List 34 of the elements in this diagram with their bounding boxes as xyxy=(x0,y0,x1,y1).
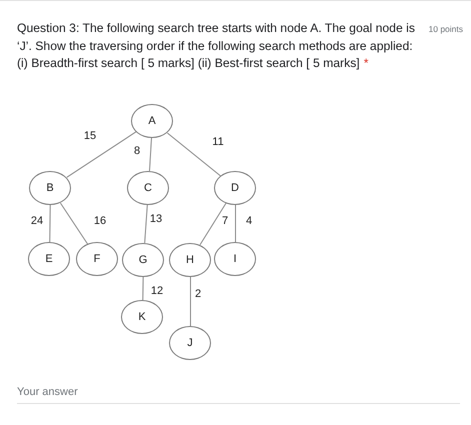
connector-line xyxy=(149,137,152,172)
connector-line xyxy=(199,202,227,246)
tree-node: B xyxy=(29,171,71,205)
connector-line xyxy=(142,276,144,300)
connector-line xyxy=(190,276,191,326)
points-value: 10 points xyxy=(428,23,463,34)
tree-node: C xyxy=(127,171,169,205)
connector-line xyxy=(235,204,236,242)
edge-weight: 4 xyxy=(244,215,254,227)
tree-node: J xyxy=(169,326,211,360)
connector-line xyxy=(60,202,88,245)
answer-field: Your answer xyxy=(17,384,460,404)
tree-node: G xyxy=(122,243,164,277)
edge-weight: 16 xyxy=(92,215,108,227)
edge-weight: 12 xyxy=(150,285,164,297)
edge-weight: 2 xyxy=(194,288,202,300)
tree-node: F xyxy=(76,242,118,276)
edge-weight: 8 xyxy=(132,145,142,157)
connector-line xyxy=(166,132,222,176)
edge-weight: 13 xyxy=(148,213,164,225)
edge-weight: 15 xyxy=(82,130,98,142)
question-text: Question 3: The following search tree starts with node A. The goal node is ‘J’. Show the traversing order if the following search methods are applied: (i) Breadth-first search [ 5 marks] (ii) Best-first search [ 5 marks] * xyxy=(17,20,416,72)
edge-weight: 7 xyxy=(220,215,230,227)
connector-line xyxy=(144,204,148,244)
tree-node: D xyxy=(214,171,256,205)
tree-node: A xyxy=(131,104,173,138)
tree-node: I xyxy=(214,242,256,276)
edge-weight: 11 xyxy=(211,136,225,148)
tree-node: H xyxy=(169,243,211,277)
connector-line xyxy=(49,204,51,242)
connector-line xyxy=(66,131,137,178)
tree-node: K xyxy=(121,300,163,334)
edge-weight: 24 xyxy=(30,215,44,227)
tree-node: E xyxy=(28,242,70,276)
